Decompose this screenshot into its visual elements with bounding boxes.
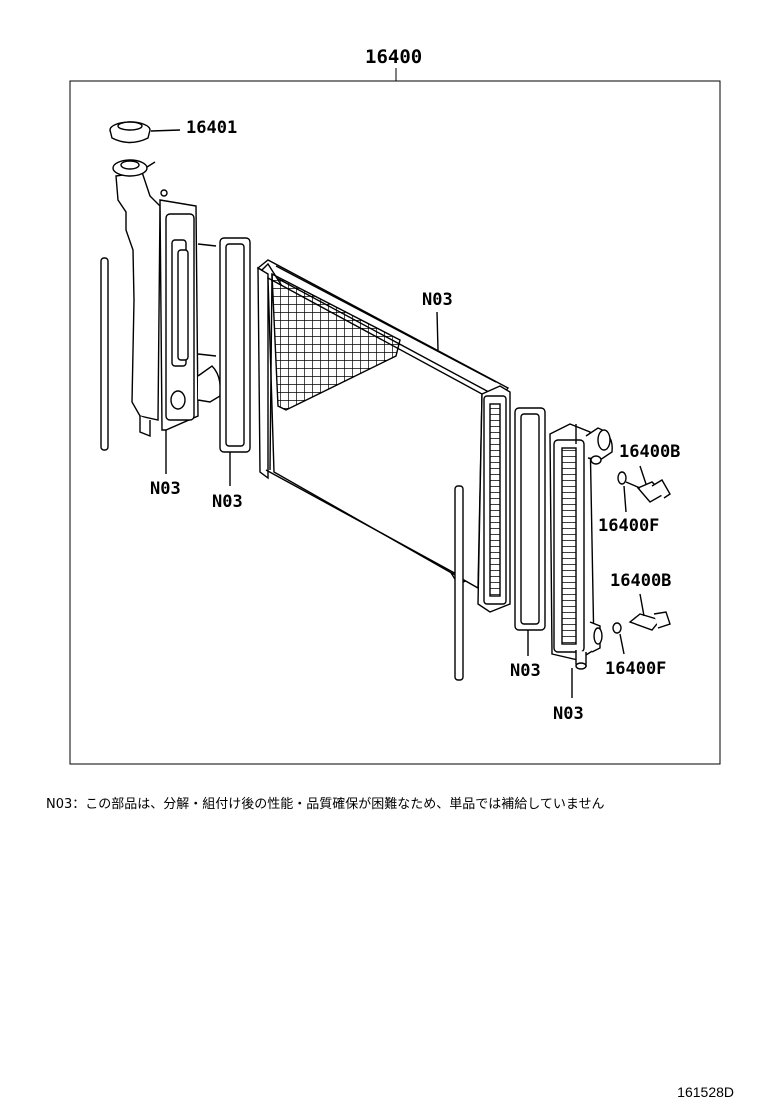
left-tank-n03-label: N03 bbox=[150, 479, 181, 499]
upper-o-ring-part-label: 16400F bbox=[598, 516, 660, 536]
radiator-core-icon bbox=[256, 259, 511, 613]
drawing-code: 161528D bbox=[677, 1084, 734, 1100]
left-tank-icon bbox=[112, 159, 222, 474]
lower-plug-part-label: 16400B bbox=[610, 571, 672, 591]
upper-o-ring-icon bbox=[617, 471, 627, 513]
left-gasket-n03-label: N03 bbox=[212, 492, 243, 512]
assembly-number-label: 16400 bbox=[365, 46, 423, 68]
right-gasket-icon bbox=[514, 407, 546, 656]
upper-plug-part-label: 16400B bbox=[619, 442, 681, 462]
right-gasket-n03-label: N03 bbox=[510, 661, 541, 681]
lower-o-ring-part-label: 16400F bbox=[605, 659, 667, 679]
supply-note: N03：この部品は、分解・組付け後の性能・品質確保が困難なため、単品では補給して… bbox=[46, 797, 605, 812]
left-gasket-icon bbox=[219, 237, 251, 486]
core-seal-strip-icon bbox=[454, 485, 464, 681]
left-seal-strip-icon bbox=[100, 257, 109, 451]
lower-drain-plug-icon bbox=[628, 593, 671, 631]
upper-drain-plug-icon bbox=[625, 465, 671, 503]
assembly-frame bbox=[69, 68, 721, 765]
lower-o-ring-icon bbox=[612, 622, 625, 655]
cap-part-label: 16401 bbox=[186, 118, 238, 138]
right-tank-icon bbox=[549, 423, 613, 698]
right-tank-n03-label: N03 bbox=[553, 704, 584, 724]
radiator-cap-icon bbox=[109, 121, 181, 144]
core-n03-label: N03 bbox=[422, 290, 453, 310]
